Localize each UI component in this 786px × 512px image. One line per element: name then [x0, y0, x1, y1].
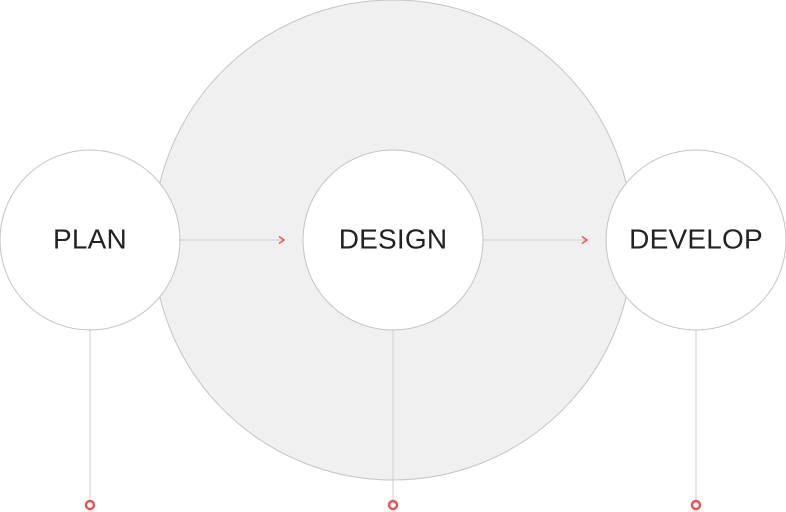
stage-plan: PLAN	[0, 149, 181, 331]
ring-marker-icon	[690, 499, 702, 511]
stage-label-plan: PLAN	[53, 223, 127, 254]
arrowhead-icon	[581, 235, 589, 245]
stage-label-design: DESIGN	[339, 223, 448, 254]
stage-circle	[605, 149, 786, 331]
stage-circle	[302, 149, 484, 331]
ring-marker-icon	[84, 499, 96, 511]
ring-marker-icon	[387, 499, 399, 511]
stage-develop: DEVELOP	[605, 149, 786, 331]
stage-circle	[0, 149, 181, 331]
stage-design: DESIGN	[302, 149, 484, 331]
stage-label-develop: DEVELOP	[629, 223, 763, 254]
arrowhead-icon	[278, 235, 286, 245]
